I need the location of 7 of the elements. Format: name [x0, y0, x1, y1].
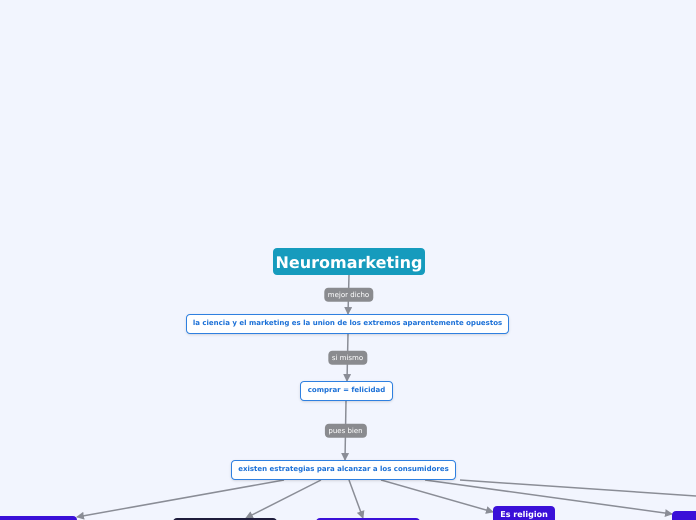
arrow [76, 479, 284, 520]
arrow [380, 479, 494, 514]
topic-box: Es religion [493, 506, 555, 520]
topic-box: Neuromarketing [273, 248, 425, 275]
arrow [348, 480, 364, 519]
arrow [424, 479, 673, 517]
arrow [245, 479, 322, 519]
